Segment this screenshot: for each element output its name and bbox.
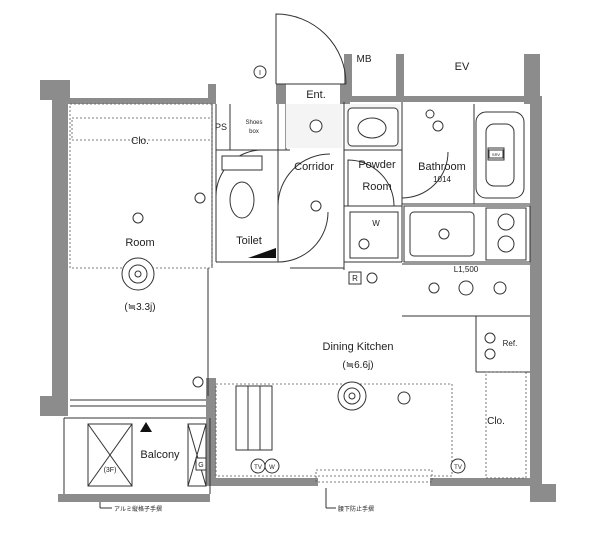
balcony-name: Balcony bbox=[140, 449, 180, 461]
room-labels: Room (≒3.3j) Dining Kitchen (≒6.6j) Balc… bbox=[104, 54, 518, 474]
room-area: (≒3.3j) bbox=[124, 302, 155, 313]
svg-text:TV: TV bbox=[254, 465, 262, 471]
balcony bbox=[63, 417, 211, 494]
doors bbox=[215, 13, 449, 263]
room-name: Room bbox=[125, 237, 154, 249]
kitchen-width-label: L1,500 bbox=[454, 265, 479, 274]
svg-text:W: W bbox=[269, 465, 275, 471]
fixtures bbox=[121, 107, 531, 411]
shoes-box-label-line2: box bbox=[249, 129, 259, 135]
corridor-label: Corridor bbox=[294, 161, 334, 173]
toilet-tank bbox=[221, 155, 263, 171]
dk-area: (≒6.6j) bbox=[342, 360, 373, 371]
powder-label-line2: Room bbox=[362, 181, 391, 193]
svg-text:G: G bbox=[198, 462, 203, 469]
bathroom-size: 1014 bbox=[433, 175, 451, 184]
toilet-bowl bbox=[229, 181, 255, 219]
svg-text:R: R bbox=[352, 274, 358, 283]
symbols: I R TV W TV SRV G bbox=[195, 65, 504, 474]
washer-label: W bbox=[372, 219, 380, 228]
bathroom-label: Bathroom bbox=[418, 161, 466, 173]
range-hood-symbol bbox=[348, 271, 362, 285]
mb-label: MB bbox=[357, 54, 372, 65]
entrance-label: Ent. bbox=[306, 89, 326, 101]
tel-outlet bbox=[264, 458, 280, 474]
north-arrow bbox=[140, 422, 152, 432]
intercom-symbol bbox=[253, 65, 267, 79]
stove bbox=[485, 207, 527, 261]
notes: アルミ縦格子手摺 腰下防止手摺 bbox=[99, 488, 374, 513]
refrigerator-label: Ref. bbox=[503, 339, 518, 348]
handrail-window-note: 腰下防止手摺 bbox=[338, 505, 374, 513]
balcony-g-box bbox=[195, 457, 207, 471]
powder-label-line1: Powder bbox=[358, 159, 396, 171]
closet-dk-label: Clo. bbox=[487, 416, 505, 427]
shoes-box-label-line1: Shoes bbox=[245, 120, 262, 126]
dk-name: Dining Kitchen bbox=[323, 341, 394, 353]
tv-outlet-right bbox=[450, 458, 466, 474]
balcony-floor: (3F) bbox=[104, 467, 117, 474]
svg-text:I: I bbox=[259, 70, 261, 77]
washer-pan bbox=[349, 211, 399, 259]
handrail-balcony-note: アルミ縦格子手摺 bbox=[114, 505, 162, 513]
ps-label: PS bbox=[215, 122, 227, 132]
closet-room-label: Clo. bbox=[131, 136, 149, 147]
toilet-label: Toilet bbox=[236, 235, 262, 247]
svg-text:SRV: SRV bbox=[492, 152, 500, 157]
svg-text:TV: TV bbox=[454, 465, 462, 471]
balcony-door bbox=[235, 385, 273, 451]
walls bbox=[40, 54, 556, 502]
ev-label: EV bbox=[455, 61, 470, 73]
bath-panel bbox=[488, 149, 504, 159]
